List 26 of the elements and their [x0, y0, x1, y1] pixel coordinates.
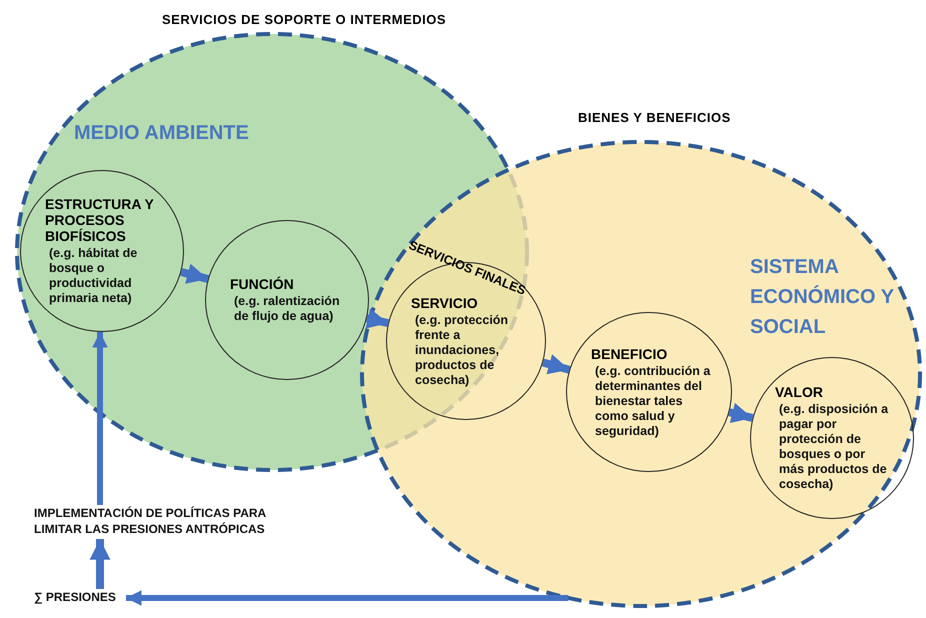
arrow [126, 590, 568, 606]
process-circle [20, 170, 184, 332]
arrow [90, 539, 110, 589]
arrow [366, 308, 389, 329]
region-heading: SERVICIOS DE SOPORTE O INTERMEDIOS [162, 12, 446, 27]
region-heading: BIENES Y BENEFICIOS [578, 110, 731, 125]
circle-heading: SERVICIO [411, 294, 479, 310]
circle-description: (e.g. contribución a determinantes del bienestar tales como salud y seguridad) [594, 364, 711, 438]
circle-heading: ESTRUCTURA Y PROCESOS BIOFÍSICOS [45, 196, 155, 244]
circle-description: (e.g. protección frente a inundaciones, productos de cosecha) [414, 312, 510, 388]
process-circle [750, 357, 914, 519]
circle-description: (e.g. hábitat de bosque o productividad primaria neta) [48, 246, 138, 306]
region-title: MEDIO AMBIENTE [74, 121, 250, 146]
arrow [92, 332, 108, 505]
arrow [728, 402, 754, 424]
circle-heading: VALOR [775, 384, 824, 400]
circle-description: (e.g. ralentización de flujo de agua) [233, 294, 341, 324]
circle-heading: FUNCIÓN [230, 276, 295, 292]
circle-description: (e.g. disposición a pagar por protección de bosques o por más productos de cosecha) [778, 402, 890, 492]
process-circle [566, 312, 732, 472]
node-text: IMPLEMENTACIÓN DE POLÍTICAS PARA LIMITAR LAS PRESIONES ANTRÓPICAS [34, 505, 284, 539]
circle-heading: BENEFICIO [591, 346, 668, 362]
arrow [542, 354, 570, 374]
node-text: ∑ PRESIONES [34, 589, 126, 607]
region-title: SISTEMA ECONÓMICO Y SOCIAL [750, 255, 895, 340]
arrow [180, 264, 209, 284]
